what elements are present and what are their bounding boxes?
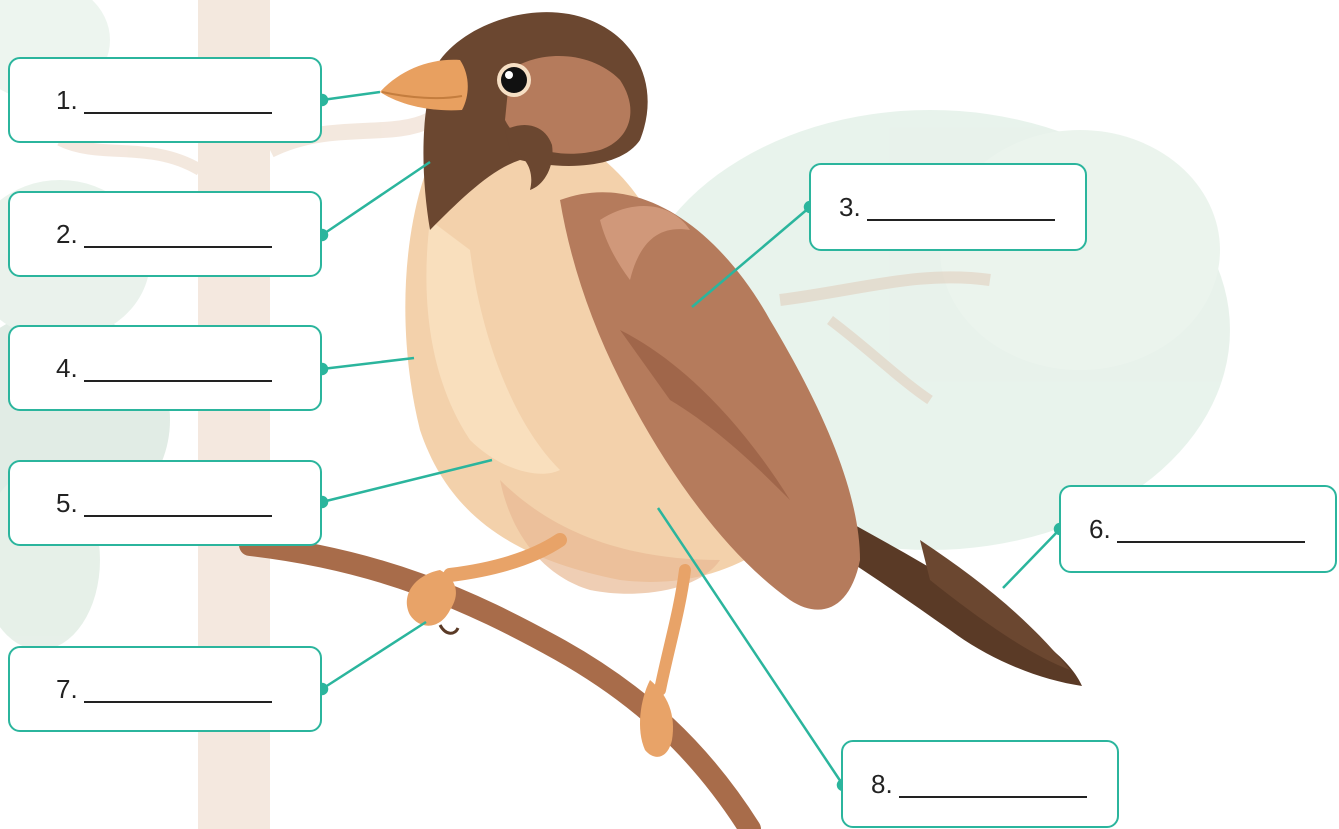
label-box-3: 3. — [809, 163, 1087, 251]
answer-blank-2[interactable] — [84, 222, 272, 248]
bird-foot-back — [640, 680, 673, 757]
label-number: 2. — [56, 219, 78, 250]
answer-blank-4[interactable] — [84, 356, 272, 382]
label-box-7: 7. — [8, 646, 322, 732]
label-number: 3. — [839, 192, 861, 223]
answer-blank-3[interactable] — [867, 195, 1055, 221]
label-number: 4. — [56, 353, 78, 384]
answer-blank-6[interactable] — [1117, 517, 1305, 543]
answer-blank-5[interactable] — [84, 491, 272, 517]
label-box-6: 6. — [1059, 485, 1337, 573]
label-number: 5. — [56, 488, 78, 519]
answer-blank-7[interactable] — [84, 677, 272, 703]
label-number: 7. — [56, 674, 78, 705]
label-box-4: 4. — [8, 325, 322, 411]
label-number: 8. — [871, 769, 893, 800]
label-number: 6. — [1089, 514, 1111, 545]
answer-blank-8[interactable] — [899, 772, 1087, 798]
label-box-1: 1. — [8, 57, 322, 143]
label-number: 1. — [56, 85, 78, 116]
bird-beak — [380, 60, 468, 111]
label-box-2: 2. — [8, 191, 322, 277]
label-box-8: 8. — [841, 740, 1119, 828]
label-box-5: 5. — [8, 460, 322, 546]
answer-blank-1[interactable] — [84, 88, 272, 114]
